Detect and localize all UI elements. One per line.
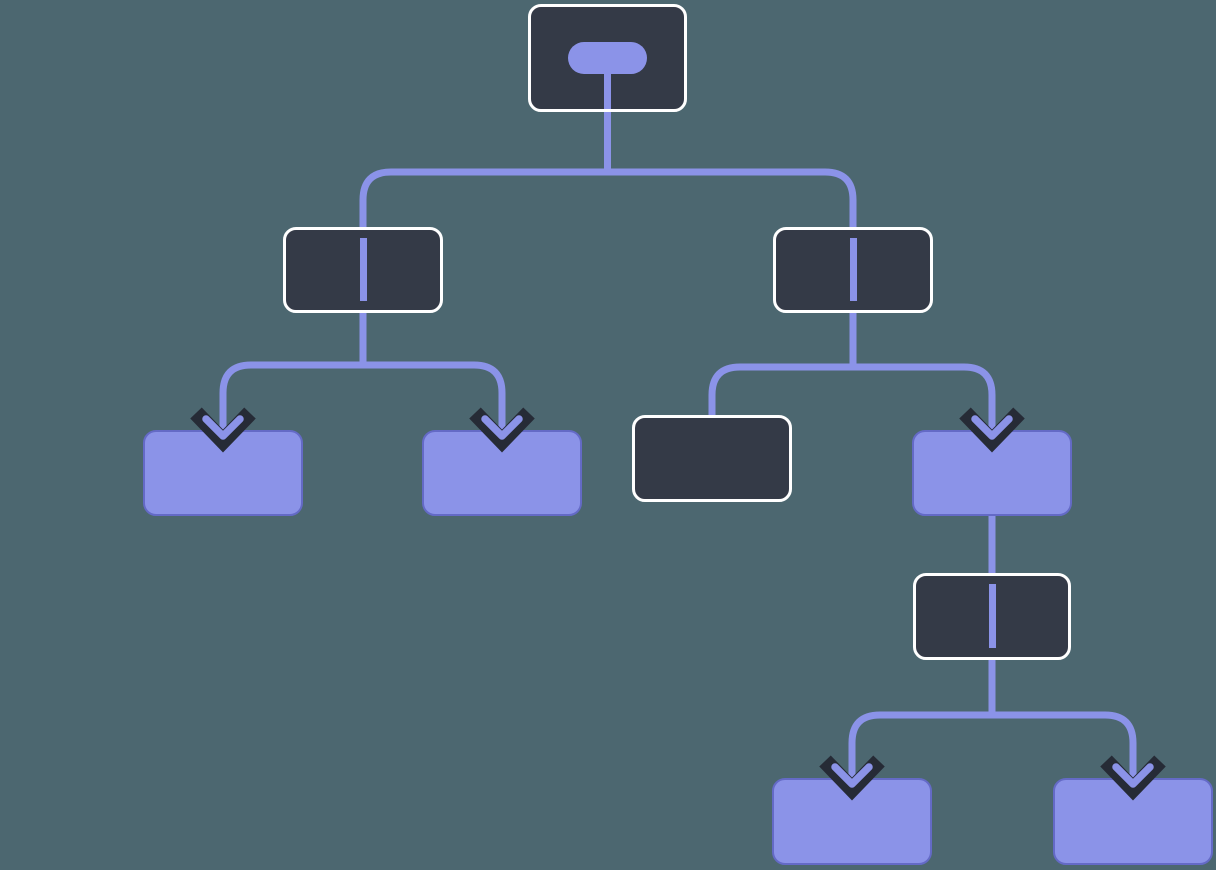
pass-through-line-icon bbox=[988, 584, 996, 648]
pass-through-line-icon bbox=[359, 238, 367, 301]
node-leaf-4[interactable] bbox=[1053, 778, 1213, 865]
node-branch-right[interactable] bbox=[773, 227, 933, 313]
node-leaf-1[interactable] bbox=[143, 430, 303, 516]
root-pill-stem bbox=[604, 59, 611, 109]
node-leaf-2[interactable] bbox=[422, 430, 582, 516]
node-branch-left[interactable] bbox=[283, 227, 443, 313]
node-branch-lower[interactable] bbox=[913, 573, 1071, 660]
node-leaf-3[interactable] bbox=[772, 778, 932, 865]
node-root[interactable] bbox=[528, 4, 687, 112]
pass-through-line-icon bbox=[849, 238, 857, 301]
node-dark-leaf[interactable] bbox=[632, 415, 792, 502]
root-pill-icon bbox=[568, 42, 647, 74]
node-subtree-head[interactable] bbox=[912, 430, 1072, 516]
